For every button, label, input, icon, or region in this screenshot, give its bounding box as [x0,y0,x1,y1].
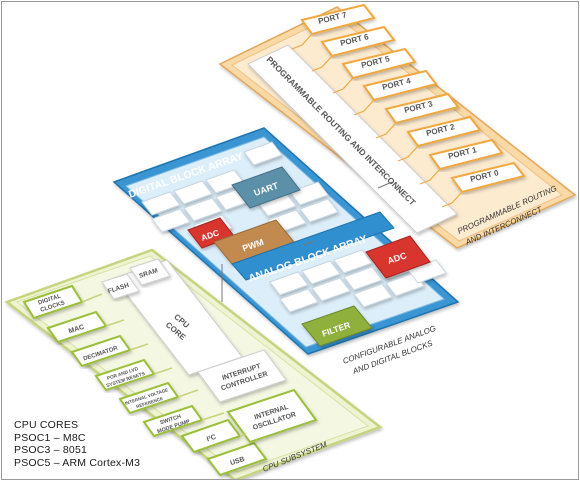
uart-block: UART [231,166,301,209]
cpu-cores-line-3: PSOC5 – ARM Cortex-M3 [14,456,141,469]
analog-grid [269,249,447,313]
cpu-cores-line-1: PSOC1 – M8C [14,431,86,444]
panel-links [221,181,393,302]
filter-block: FILTER [301,305,373,347]
routing-panel: PROGRAMMABLE ROUTING AND INTERCONNECT PO… [218,3,577,249]
i2c-label: I²C [206,434,217,444]
port-0: PORT 0 [450,161,526,194]
port-6: PORT 6 [320,25,396,58]
cpu-cores-heading: CPU CORES [14,419,79,431]
flash-block: FLASH [101,273,140,300]
configurable-blocks-panel: DIGITAL BLOCK ARRAY UART ADC [112,127,460,376]
cpu-bus-connectors [81,293,247,437]
cpu-cores-legend: CPU CORES PSOC1 – M8C PSOC3 – 8051 PSOC5… [14,419,140,469]
port-list: PORT 7 PORT 6 PORT 5 PORT 4 PORT 3 PORT … [300,3,526,194]
interrupt-controller-block: INTERRUPT CONTROLLER [197,349,287,403]
analog-title-band [231,211,395,281]
digital-clocks-block: DIGITAL CLOCKS [22,284,84,320]
port-7: PORT 7 [300,3,376,36]
sram-block: SRAM [129,258,171,286]
internal-oscillator-block: INTERNAL OSCILLATOR [226,388,318,444]
digital-adc-block: ADC [187,217,235,249]
cpu-subsystem-panel: CPU CORE FLASH SRAM DIGITAL CLOCKS MAC D… [4,248,383,479]
usb-block: USB [206,441,268,477]
analog-adc-block: ADC [365,235,431,279]
port-1: PORT 1 [428,138,504,171]
port-3: PORT 3 [384,92,460,125]
port-5: PORT 5 [341,47,417,80]
port-4: PORT 4 [362,69,438,102]
mac-label: MAC [68,324,85,336]
usb-label: USB [229,456,245,467]
pwm-block: PWM [213,219,295,265]
port-2: PORT 2 [406,115,482,148]
cpu-cores-line-2: PSOC3 – 8051 [14,444,88,456]
port-connectors [291,33,463,208]
